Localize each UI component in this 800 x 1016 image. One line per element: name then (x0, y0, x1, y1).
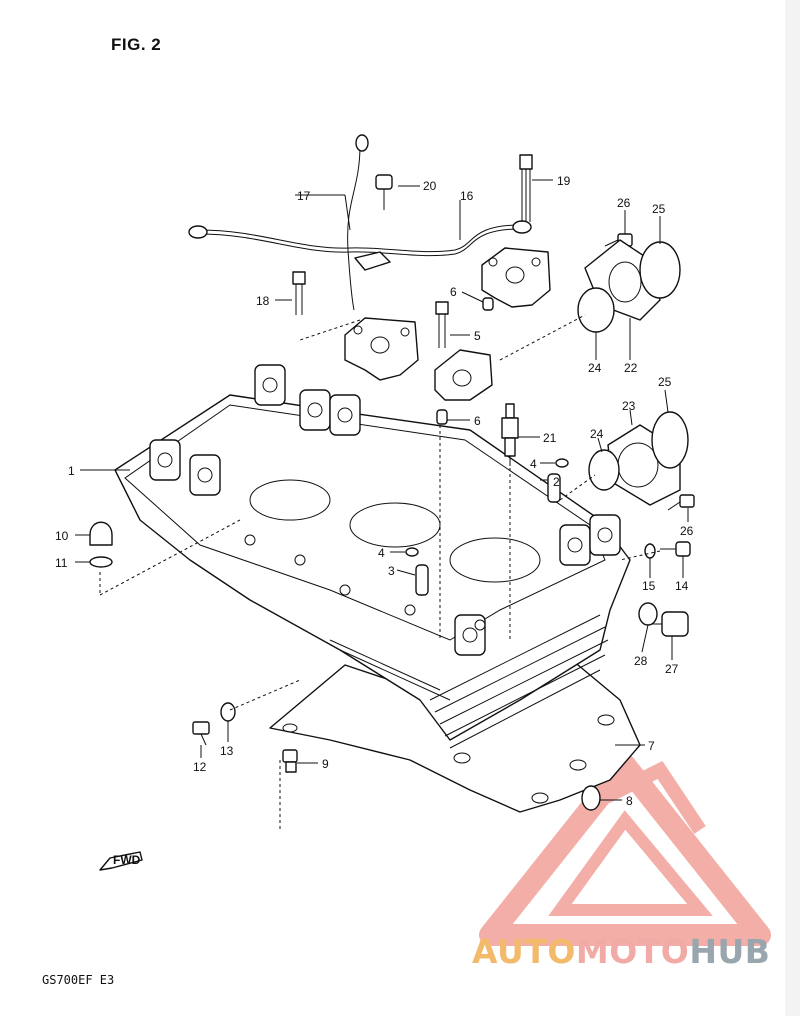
guide-3 (415, 564, 429, 596)
callout-26-lower: 26 (680, 524, 694, 538)
clamp-25-lower (651, 411, 689, 469)
callout-15: 15 (642, 579, 656, 593)
clamp-25-upper (639, 241, 681, 299)
callout-19: 19 (557, 174, 571, 188)
cylinder-head (114, 364, 631, 749)
intake-pipe-upper (577, 239, 681, 333)
callout-18: 18 (256, 294, 270, 308)
washer-11 (89, 556, 113, 568)
callout-16: 16 (460, 189, 474, 203)
callout-21: 21 (543, 431, 557, 445)
o-ring-24-upper (577, 287, 615, 333)
callout-2: 2 (553, 475, 560, 489)
cap-nut-10 (89, 521, 113, 546)
bolt-12 (192, 721, 210, 746)
clip-4-lower (405, 547, 419, 557)
callout-12: 12 (193, 760, 207, 774)
plug-27 (650, 611, 689, 637)
callout-25-lower: 25 (658, 375, 672, 389)
callout-7: 7 (648, 739, 655, 753)
dowel-pin-6-upper (482, 297, 494, 311)
callout-3: 3 (388, 564, 395, 578)
watermark-moto: MOTO (575, 932, 690, 971)
callout-4-upper: 4 (530, 457, 537, 471)
model-code: GS700EF E3 (42, 973, 115, 987)
callout-11: 11 (55, 556, 68, 570)
cam-journals (149, 364, 621, 656)
camshaft-holder-left (344, 317, 419, 381)
page-edge-bar (785, 0, 800, 1016)
callout-25-upper: 25 (652, 202, 666, 216)
watermark-auto: AUTO (472, 932, 576, 971)
bolt-14 (660, 541, 691, 557)
callout-24-lower: 24 (590, 427, 604, 441)
fwd-label: FWD (113, 853, 141, 867)
bolt-5 (435, 301, 449, 348)
callout-numbers: 1 2 3 4 4 5 6 6 7 8 9 10 11 12 13 14 15 … (55, 174, 694, 808)
callout-24-upper: 24 (588, 361, 602, 375)
callout-27: 27 (665, 662, 679, 676)
callout-23: 23 (622, 399, 636, 413)
callout-6-upper: 6 (450, 285, 457, 299)
callout-5: 5 (474, 329, 481, 343)
callout-9: 9 (322, 757, 329, 771)
callout-8: 8 (626, 794, 633, 808)
fwd-arrow: FWD (99, 851, 143, 871)
intake-pipe-lower (588, 411, 689, 506)
washer-13 (220, 702, 236, 722)
callout-13: 13 (220, 744, 234, 758)
camshaft-holder-center (434, 349, 493, 401)
dowel-pin-6-lower (436, 409, 448, 425)
leader-lines (75, 179, 689, 830)
figure-title: FIG. 2 (111, 35, 162, 54)
dowel-8 (581, 785, 601, 811)
clip-4-upper (555, 458, 569, 468)
o-ring-24-lower (588, 449, 620, 491)
bolt-9 (282, 749, 298, 773)
watermark-text: AUTOMOTOHUB (472, 932, 770, 971)
callout-6-lower: 6 (474, 414, 481, 428)
washer-15 (644, 543, 656, 559)
callout-28: 28 (634, 654, 648, 668)
guide-2 (547, 473, 561, 503)
callout-17: 17 (297, 189, 311, 203)
callout-20: 20 (423, 179, 437, 193)
bolt-19 (519, 154, 533, 222)
bolt-18 (292, 271, 306, 315)
oil-hose-assembly (188, 134, 532, 311)
callout-10: 10 (55, 529, 69, 543)
callout-22: 22 (624, 361, 638, 375)
callout-14: 14 (675, 579, 689, 593)
gasket-28 (638, 602, 658, 626)
bolt-26-lower (667, 494, 695, 511)
spark-plug-21 (501, 403, 519, 466)
watermark-logo (479, 754, 771, 946)
callout-26-upper: 26 (617, 196, 631, 210)
callout-1: 1 (68, 464, 75, 478)
callout-4-lower: 4 (378, 546, 385, 560)
camshaft-holder-right (481, 247, 551, 308)
watermark-hub: HUB (689, 932, 771, 971)
union-bolt-20 (375, 174, 393, 210)
